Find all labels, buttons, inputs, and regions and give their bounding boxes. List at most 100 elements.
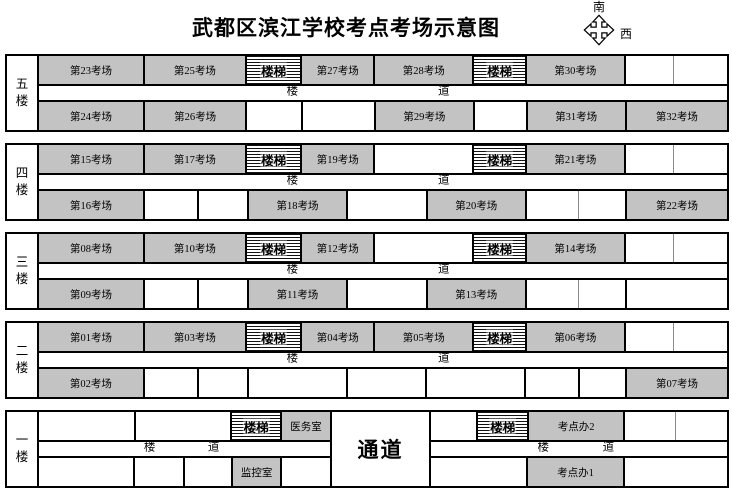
- floor-label: 五楼: [7, 56, 39, 130]
- compass: 南 西: [583, 1, 635, 46]
- empty-cell: [526, 369, 580, 397]
- exam-site-diagram: 武都区滨江学校考点考场示意图 南 西 五楼第23考场第25考场楼梯第27考场第2…: [0, 0, 732, 488]
- empty-cell: [144, 191, 200, 219]
- empty-cell: [199, 191, 249, 219]
- empty-cell: [199, 280, 249, 308]
- page-title: 武都区滨江学校考点考场示意图: [192, 17, 500, 40]
- empty-cell: [135, 458, 186, 486]
- room-cell: 第23考场: [39, 56, 145, 84]
- floor-block: 三楼第08考场第10考场楼梯第12考场楼梯第14考场楼道第09考场第11考场第1…: [5, 232, 729, 310]
- room-cell: 考点办1: [528, 458, 625, 486]
- floor-section: 第15考场第17考场楼梯第19考场楼梯第21考场楼道第16考场第18考场第20考…: [39, 145, 727, 219]
- empty-cell: [199, 369, 249, 397]
- empty-cell: [673, 234, 727, 262]
- room-cell: 第12考场: [302, 234, 376, 262]
- room-cell: 第03考场: [144, 323, 247, 351]
- floor-section: 第01考场第03考场楼梯第04考场第05考场楼梯第06考场楼道第02考场第07考…: [39, 323, 727, 397]
- room-cell: 第14考场: [526, 234, 626, 262]
- room-cell: 第22考场: [626, 191, 727, 219]
- empty-cell: [526, 280, 580, 308]
- room-cell: 第25考场: [144, 56, 247, 84]
- empty-cell: [185, 458, 234, 486]
- cell-row: 考点办1: [430, 458, 728, 486]
- room-cell: 医务室: [281, 412, 331, 440]
- stair-cell: 楼梯: [474, 234, 527, 262]
- empty-cell: [625, 145, 674, 173]
- room-cell: 第09考场: [39, 280, 145, 308]
- room-cell: 第28考场: [375, 56, 475, 84]
- floor-label: 二楼: [7, 323, 39, 397]
- room-cell: 第10考场: [144, 234, 247, 262]
- room-cell: 第02考场: [39, 369, 145, 397]
- empty-cell: [526, 191, 580, 219]
- empty-cell: [144, 369, 200, 397]
- empty-cell: [673, 145, 727, 173]
- empty-cell: [348, 191, 428, 219]
- empty-cell: [248, 369, 348, 397]
- cell-row: 第01考场第03考场楼梯第04考场第05考场楼梯第06考场: [39, 323, 727, 351]
- floor-section: 楼梯医务室楼道监控室: [39, 412, 331, 486]
- stair-cell: 楼梯: [246, 234, 303, 262]
- cell-row: 第09考场第11考场第13考场: [39, 280, 727, 308]
- room-cell: 第11考场: [248, 280, 349, 308]
- corridor-row: 楼道: [39, 84, 727, 102]
- cell-row: 第15考场第17考场楼梯第19考场楼梯第21考场: [39, 145, 727, 173]
- empty-cell: [625, 234, 674, 262]
- room-cell: 第21考场: [526, 145, 626, 173]
- room-cell: 第27考场: [302, 56, 376, 84]
- corridor-row: 楼道: [430, 440, 728, 458]
- empty-cell: [474, 102, 528, 130]
- cell-row: 监控室: [39, 458, 331, 486]
- floor-block: 五楼第23考场第25考场楼梯第27考场第28考场楼梯第30考场楼道第24考场第2…: [5, 54, 729, 132]
- room-cell: 第29考场: [375, 102, 475, 130]
- empty-cell: [579, 191, 627, 219]
- empty-cell: [625, 56, 674, 84]
- floor-section: 第08考场第10考场楼梯第12考场楼梯第14考场楼道第09考场第11考场第13考…: [39, 234, 727, 308]
- empty-cell: [427, 369, 527, 397]
- corridor-row: 楼道: [39, 440, 331, 458]
- empty-cell: [579, 280, 627, 308]
- room-cell: 第07考场: [627, 369, 727, 397]
- room-cell: 第24考场: [39, 102, 146, 130]
- room-cell: 第19考场: [302, 145, 376, 173]
- cell-row: 第24考场第26考场第29考场第31考场第32考场: [39, 102, 727, 130]
- room-cell: 第17考场: [144, 145, 247, 173]
- header: 武都区滨江学校考点考场示意图 南 西: [0, 0, 732, 52]
- cell-row: 第02考场 第07考场: [39, 369, 727, 397]
- room-cell: 第16考场: [39, 191, 145, 219]
- room-cell: 第18考场: [248, 191, 349, 219]
- empty-cell: [675, 412, 728, 440]
- empty-cell: [39, 412, 136, 440]
- cell-row: 第08考场第10考场楼梯第12考场楼梯第14考场: [39, 234, 727, 262]
- room-cell: 第15考场: [39, 145, 145, 173]
- empty-cell: [624, 412, 676, 440]
- empty-cell: [282, 458, 331, 486]
- cell-row: 楼梯医务室: [39, 412, 331, 440]
- cell-row: 第16考场第18考场第20考场第22考场: [39, 191, 727, 219]
- floor-section: 第23考场第25考场楼梯第27考场第28考场楼梯第30考场楼道第24考场第26考…: [39, 56, 727, 130]
- floor-label: 三楼: [7, 234, 39, 308]
- room-cell: 第01考场: [39, 323, 145, 351]
- empty-cell: [430, 412, 479, 440]
- room-cell: 第26考场: [145, 102, 248, 130]
- empty-cell: [624, 458, 728, 486]
- empty-cell: [135, 412, 233, 440]
- empty-cell: [39, 458, 136, 486]
- empty-cell: [673, 56, 727, 84]
- passage-cell: 通道: [330, 412, 431, 486]
- stair-cell: 楼梯: [474, 145, 527, 173]
- floor-label: 一楼: [7, 412, 39, 486]
- empty-cell: [144, 280, 200, 308]
- stair-cell: 楼梯: [474, 323, 527, 351]
- stair-cell: 楼梯: [232, 412, 282, 440]
- empty-cell: [375, 234, 475, 262]
- floor-block: 四楼第15考场第17考场楼梯第19考场楼梯第21考场楼道第16考场第18考场第2…: [5, 143, 729, 221]
- empty-cell: [302, 102, 376, 130]
- corridor-row: 楼道: [39, 262, 727, 280]
- compass-west-label: 西: [620, 27, 633, 41]
- empty-cell: [430, 458, 529, 486]
- empty-cell: [579, 369, 628, 397]
- room-cell: 监控室: [233, 458, 283, 486]
